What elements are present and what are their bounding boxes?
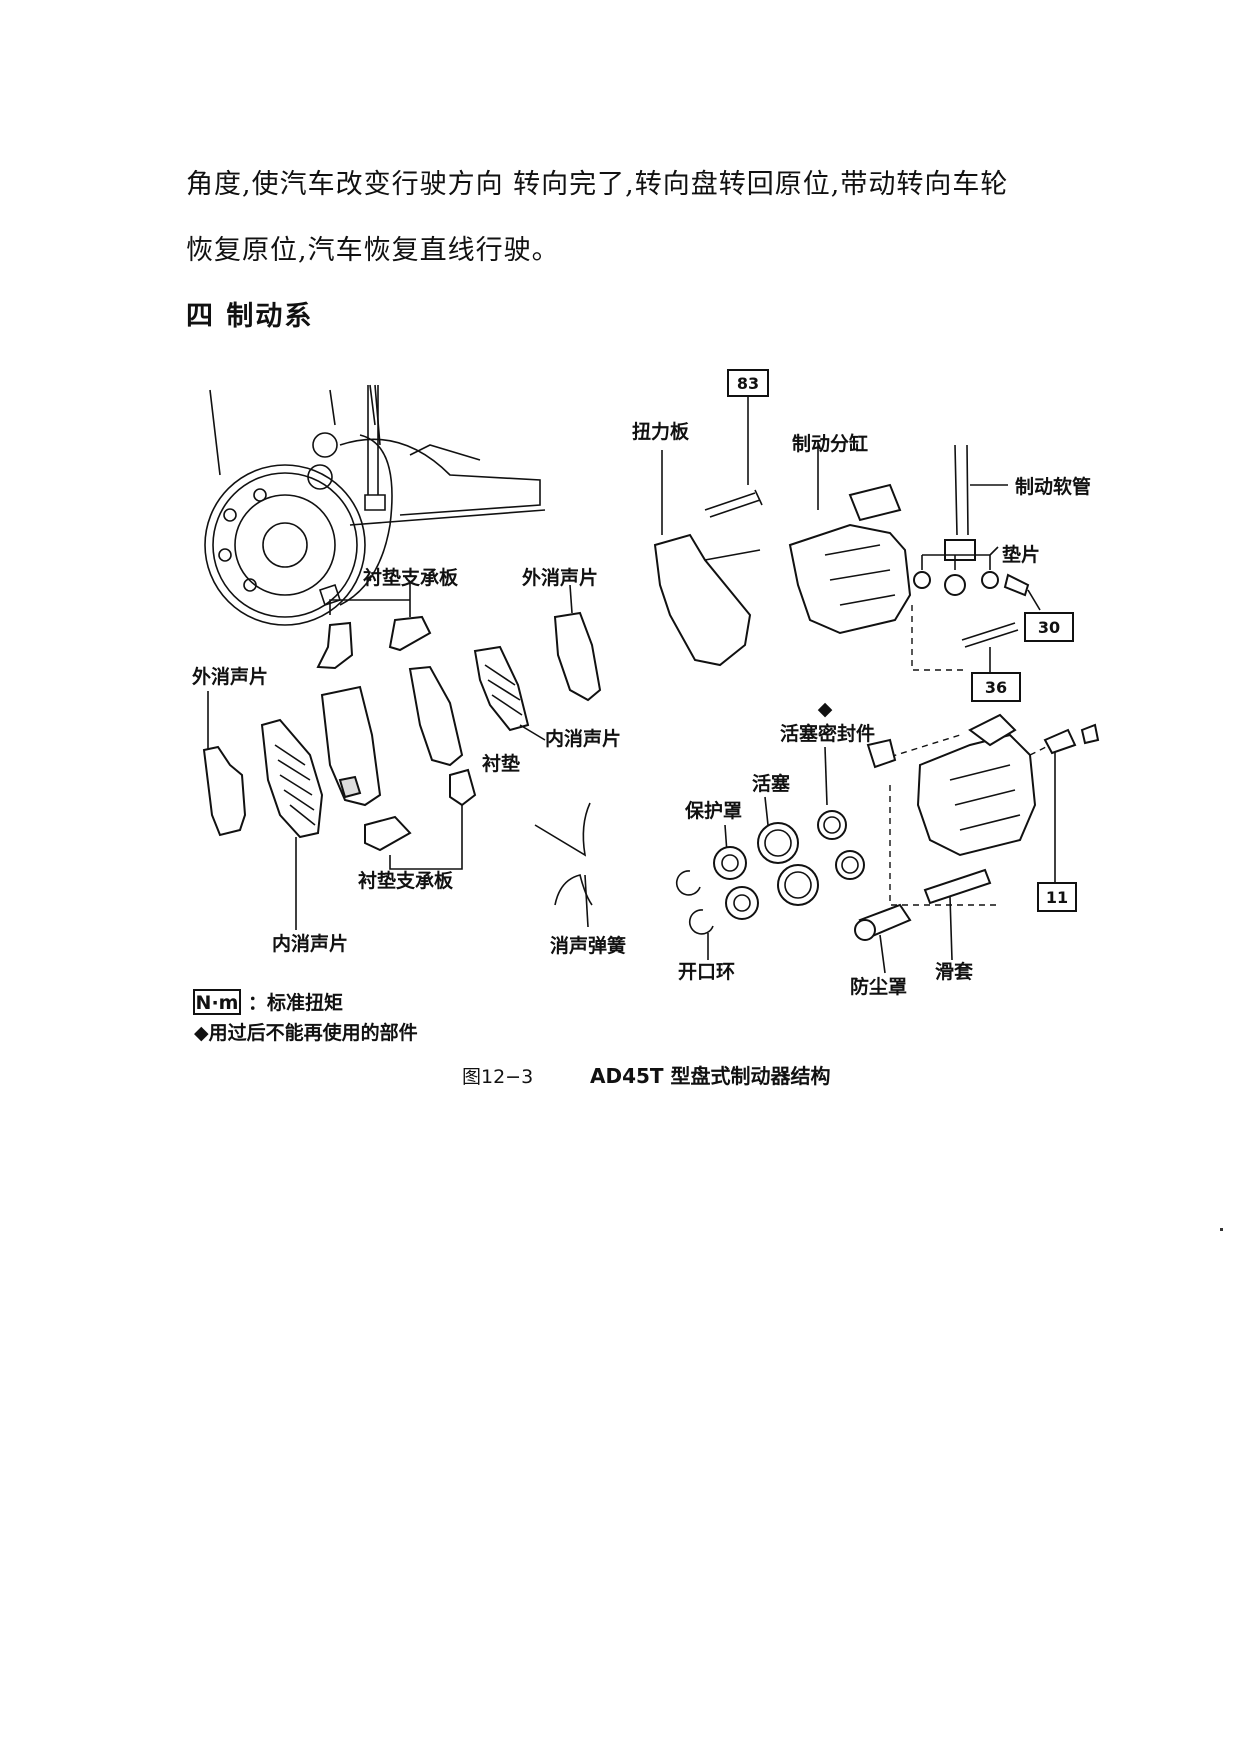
label-cylinder: 制动分缸 <box>792 432 868 455</box>
label-spring: 消声弹簧 <box>550 934 626 957</box>
shims-right <box>473 584 602 741</box>
torque-plate <box>653 450 761 667</box>
label-snap-ring: 开口环 <box>678 961 735 983</box>
pad-support-plates-top <box>316 583 432 670</box>
nm-box <box>193 989 241 1015</box>
label-pad-support-bottom: 衬垫支承板 <box>358 869 454 892</box>
anti-squeal-springs <box>534 802 593 928</box>
piston-boots <box>713 824 759 920</box>
caption-number: 图12−3 <box>462 1066 533 1088</box>
brake-diagram-svg: 衬垫支承板 外消声片 外消声片 内消声片 衬垫 衬垫支承板 内消声片 消声弹簧 … <box>192 369 1100 1088</box>
bolt-83 <box>704 369 769 518</box>
torque-30: 30 <box>1038 618 1060 637</box>
brake-cylinder <box>788 440 912 635</box>
torque-36: 36 <box>985 678 1007 697</box>
label-torque-plate: 扭力板 <box>632 420 690 443</box>
label-piston-seal: 活塞密封件 <box>780 722 875 745</box>
section-heading: 四 制动系 <box>186 301 314 332</box>
bolt-30 <box>1024 612 1074 642</box>
label-outer-shim-right: 外消声片 <box>522 566 598 589</box>
legend-nm-box: N·m <box>196 992 239 1014</box>
snap-rings <box>675 870 714 960</box>
diamond-marker: ◆ <box>818 698 833 720</box>
bolt-36 <box>911 605 1021 702</box>
caption-title: AD45T 型盘式制动器结构 <box>590 1064 831 1088</box>
pad-support-plates-bottom <box>364 768 477 870</box>
dust-boot-sleeve <box>854 868 992 974</box>
label-piston: 活塞 <box>752 772 791 795</box>
brake-pads <box>320 665 464 807</box>
label-pad: 衬垫 <box>482 752 520 775</box>
label-inner-shim-left: 内消声片 <box>272 932 348 955</box>
label-inner-shim-right: 内消声片 <box>545 727 621 750</box>
brake-diagram: 衬垫支承板 外消声片 外消声片 内消声片 衬垫 衬垫支承板 内消声片 消声弹簧 … <box>192 369 1240 1205</box>
label-hose: 制动软管 <box>1015 475 1091 498</box>
legend-nm-text: ：标准扭矩 <box>248 991 343 1014</box>
label-dust-boot: 防尘罩 <box>850 975 907 998</box>
torque-11: 11 <box>1046 888 1068 907</box>
lower-caliper <box>879 713 1100 912</box>
outer-shim-left <box>202 691 247 837</box>
pistons <box>757 796 819 906</box>
label-gasket: 垫片 <box>1002 543 1040 566</box>
torque-83: 83 <box>737 374 759 393</box>
paragraph-line-2: 恢复原位,汽车恢复直线行驶。 <box>186 235 560 266</box>
label-pad-support-top: 衬垫支承板 <box>363 566 459 589</box>
label-outer-shim-left: 外消声片 <box>192 665 268 688</box>
paragraph-line-1: 角度,使汽车改变行驶方向 转向完了,转向盘转回原位,带动转向车轮 <box>186 169 1009 200</box>
inner-shim-left <box>260 718 324 930</box>
label-boot: 保护罩 <box>684 799 742 822</box>
brake-hose <box>913 444 1041 611</box>
wheel-hub-illustration <box>204 384 546 626</box>
label-slide-sleeve: 滑套 <box>935 960 974 983</box>
piston-seal <box>817 738 897 880</box>
stray-dot <box>1220 1228 1223 1231</box>
legend-non-reuse: ◆用过后不能再使用的部件 <box>194 1021 418 1044</box>
